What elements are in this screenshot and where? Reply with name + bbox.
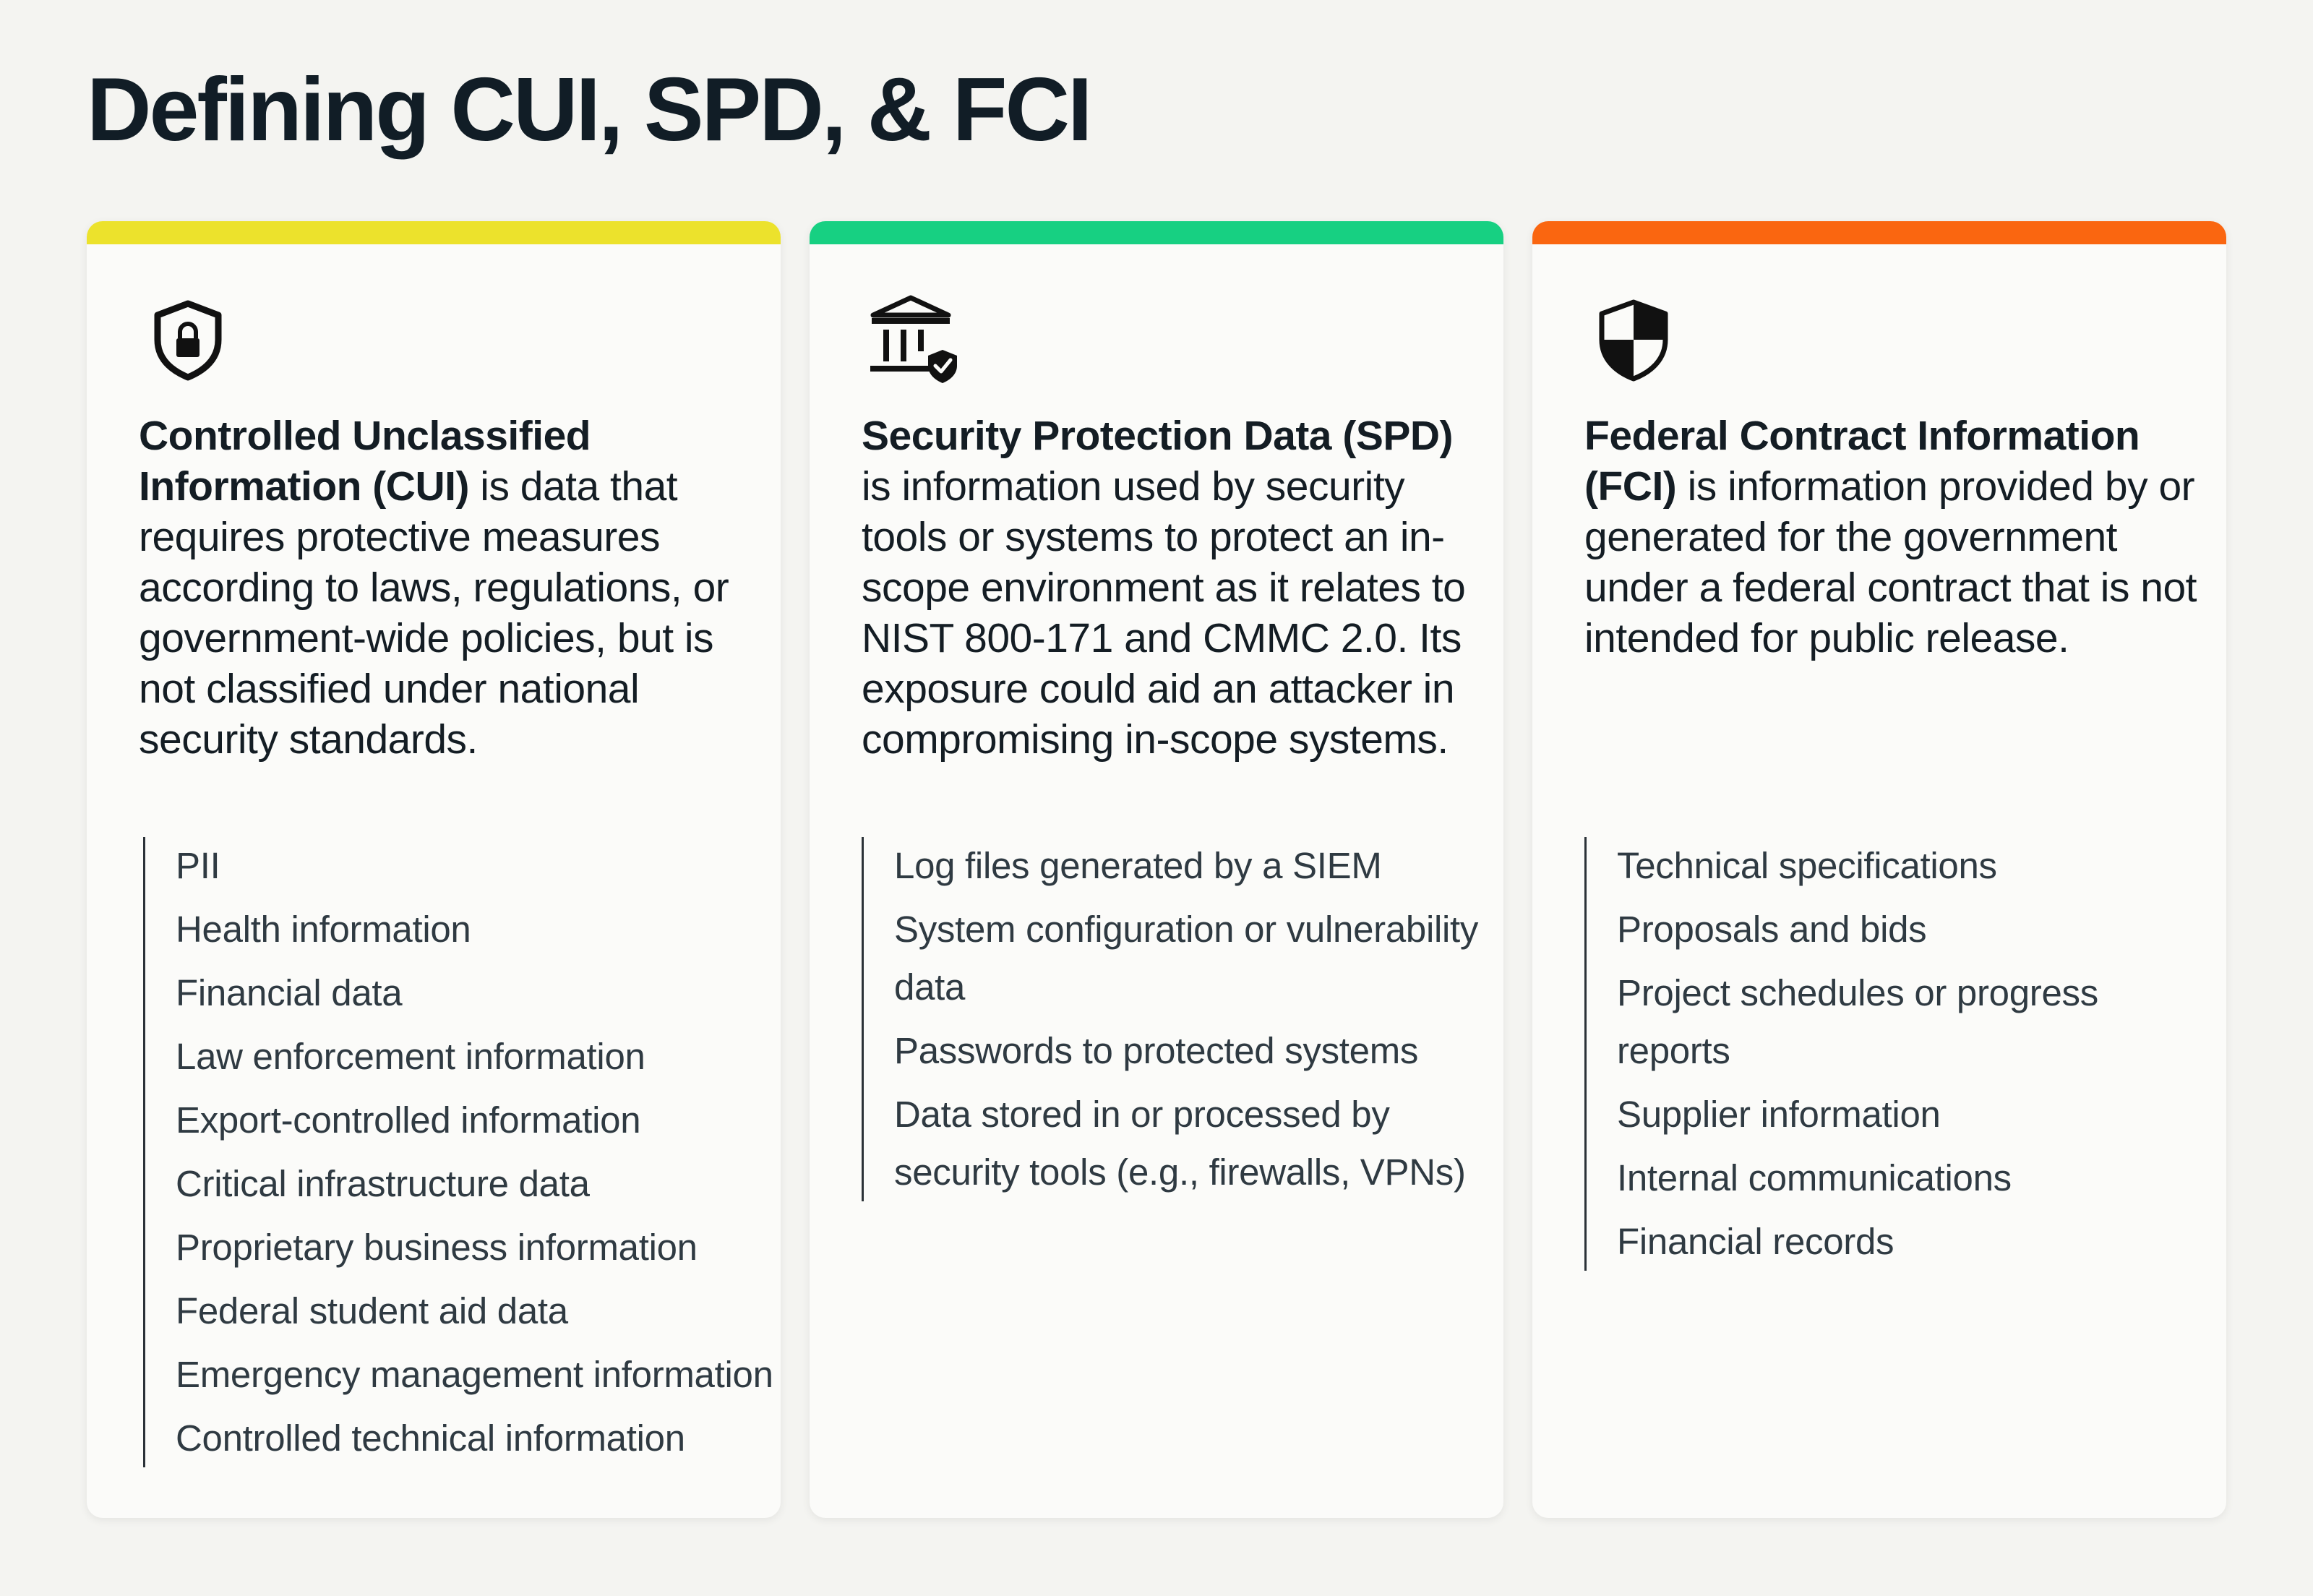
shield-half-icon — [1583, 288, 1684, 389]
list-item: Health information — [176, 909, 471, 950]
list-item: Federal student aid data — [176, 1290, 568, 1331]
list-item: Data stored in or processed by security … — [894, 1094, 1466, 1193]
list-item: Law enforcement information — [176, 1036, 645, 1077]
government-building-check-icon — [860, 288, 961, 389]
spd-definition: is information used by security tools or… — [862, 463, 1466, 763]
fci-term: Federal Contract Information (FCI) — [1584, 413, 2140, 510]
cui-term: Controlled Unclassified Information (CUI… — [139, 413, 591, 510]
list-item: Supplier information — [1617, 1094, 1941, 1135]
spd-description: Security Protection Data (SPD) is inform… — [862, 411, 1483, 765]
spd-term: Security Protection Data (SPD) — [862, 413, 1454, 459]
spd-card: Security Protection Data (SPD) is inform… — [810, 221, 1503, 1518]
list-item: System configuration or vulnerability da… — [894, 909, 1479, 1008]
fci-definition: is information provided by or generated … — [1584, 463, 2197, 661]
list-item: Internal communications — [1617, 1157, 2012, 1198]
list-item: Financial records — [1617, 1221, 1894, 1262]
list-item: PII — [176, 845, 220, 886]
list-item: Project schedules or progress reports — [1617, 972, 2098, 1071]
list-item: Export-controlled information — [176, 1099, 641, 1141]
card-accent-bar — [810, 221, 1503, 244]
cui-card: Controlled Unclassified Information (CUI… — [87, 221, 781, 1518]
list-item: Financial data — [176, 972, 403, 1013]
list-item: Proprietary business information — [176, 1227, 698, 1268]
spd-examples-list: Log files generated by a SIEM System con… — [862, 837, 1487, 1201]
fci-examples-list: Technical specifications Proposals and b… — [1584, 837, 2210, 1271]
list-item: Critical infrastructure data — [176, 1163, 590, 1204]
cui-description: Controlled Unclassified Information (CUI… — [139, 411, 760, 765]
shield-lock-icon — [137, 288, 239, 389]
card-accent-bar — [1532, 221, 2226, 244]
cui-definition: is data that requires protective measure… — [139, 463, 729, 763]
fci-description: Federal Contract Information (FCI) is in… — [1584, 411, 2206, 664]
list-item: Emergency management information — [176, 1354, 773, 1395]
list-item: Proposals and bids — [1617, 909, 1927, 950]
card-accent-bar — [87, 221, 781, 244]
page-title: Defining CUI, SPD, & FCI — [87, 60, 1092, 160]
list-item: Log files generated by a SIEM — [894, 845, 1382, 886]
list-item: Technical specifications — [1617, 845, 1997, 886]
fci-card: Federal Contract Information (FCI) is in… — [1532, 221, 2226, 1518]
cui-examples-list: PII Health information Financial data La… — [143, 837, 781, 1467]
list-item: Passwords to protected systems — [894, 1030, 1419, 1071]
list-item: Controlled technical information — [176, 1417, 685, 1459]
